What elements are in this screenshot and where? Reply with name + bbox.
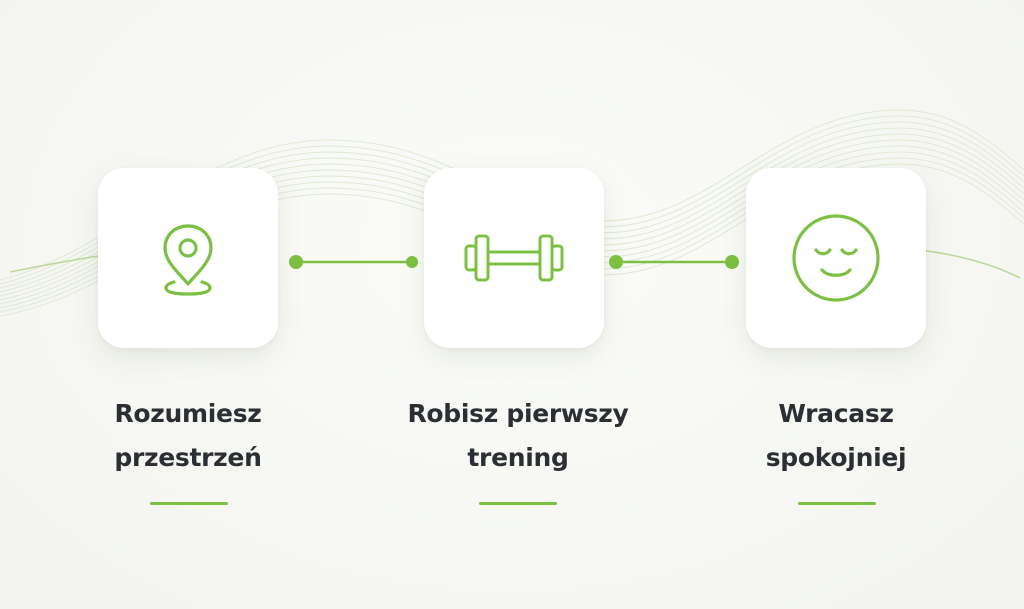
step-card-2 [424, 168, 604, 348]
step-label-1-line1: Rozumiesz [114, 399, 262, 428]
map-pin-icon [163, 224, 213, 296]
step-label-3-line2: spokojniej [765, 443, 907, 472]
step-label-2-line1: Robisz pierwszy [407, 399, 629, 428]
step-label-1-line2: przestrzeń [114, 443, 262, 472]
step-label-3: Wracasz spokojniej [696, 392, 976, 480]
step-underline-3 [798, 502, 876, 505]
step-card-3 [746, 168, 926, 348]
smiley-face-icon [792, 214, 880, 302]
connector-line-1 [289, 255, 418, 269]
step-underline-2 [479, 502, 557, 505]
dumbbell-icon [464, 234, 564, 282]
connector-line-2 [609, 255, 739, 269]
step-underline-1 [150, 502, 228, 505]
step-card-1 [98, 168, 278, 348]
step-label-2: Robisz pierwszy trening [378, 392, 658, 480]
step-label-3-line1: Wracasz [778, 399, 894, 428]
step-label-1: Rozumiesz przestrzeń [48, 392, 328, 480]
step-label-2-line2: trening [467, 443, 569, 472]
